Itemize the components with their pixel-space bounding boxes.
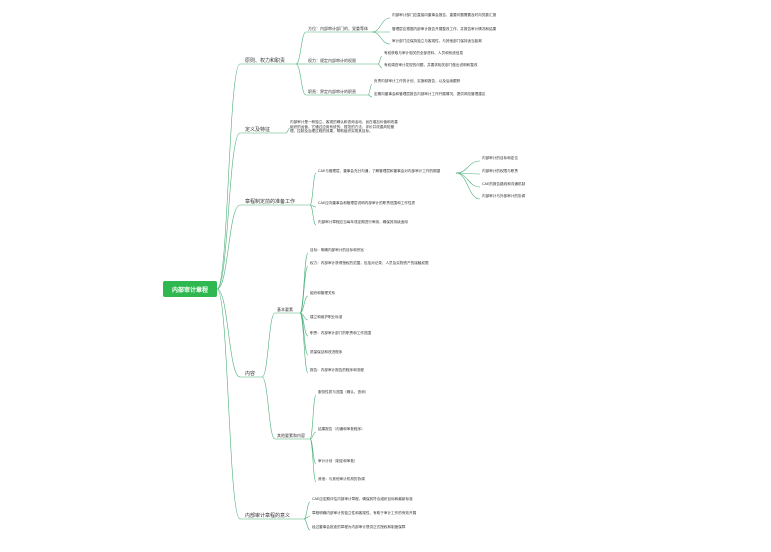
connector-line bbox=[309, 394, 317, 440]
branch-label: 原则、权力和职责 bbox=[245, 57, 285, 64]
leaf-node: 定期向董事会和管理层报告内部审计工作开展情况，提供风险管理建议 bbox=[374, 91, 486, 96]
connector-line bbox=[261, 312, 276, 378]
leaf-node: 职责：内部审计部门的职责和工作范围 bbox=[310, 330, 371, 335]
connector-line bbox=[371, 31, 391, 45]
connector-line bbox=[216, 288, 241, 378]
connector-line bbox=[309, 438, 317, 483]
branch-content[interactable]: 内容 bbox=[245, 370, 255, 377]
connector-line bbox=[299, 295, 309, 314]
leaf-node: 内部审计的权限与职责 bbox=[482, 168, 518, 173]
group-communication: CAE与管理层、董事会充分沟通，了解管理层和董事会对内部审计工作的期望 bbox=[318, 169, 441, 173]
leaf-node: 服务性质与范围（确认、咨询） bbox=[318, 389, 368, 394]
branch-preparation[interactable]: 章程制定前的准备工作 bbox=[245, 198, 295, 205]
mind-map-nodes: 内部审计章程 原则、权力和职责 方位：内部审计部门的、党委等体 内部审计部门应直… bbox=[163, 12, 526, 529]
branch-label: 定义及特征 bbox=[245, 126, 270, 133]
group-explain: CAE应向董事会和管理层说明内部审计的职责范围和工作性质 bbox=[318, 201, 416, 205]
connector-line bbox=[367, 94, 373, 98]
leaf-node: 有权调查审计发现的问题，并要求相关部门做出说明和整改 bbox=[384, 62, 478, 67]
leaf-node: 审计部门应保持独立与客观性，与其他部门保持适当距离 bbox=[392, 38, 482, 43]
connector-line bbox=[309, 204, 317, 226]
group-review: 内部审计章程应当每年或定期进行审阅，确保其持续适用 bbox=[318, 220, 408, 224]
leaf-node: 审计计划（制定和审批） bbox=[318, 458, 358, 463]
connector-line bbox=[455, 160, 481, 174]
connector-line bbox=[303, 501, 311, 520]
leaf-node: 有权获取与审计相关的全部资料、人员和系统信息 bbox=[384, 50, 463, 55]
leaf-node: CAE应定期评估内部审计章程，确保其符合组织目标和最新标准 bbox=[312, 496, 413, 501]
leaf-node: 结果报告（沟通和审批程序） bbox=[318, 426, 365, 431]
root-node[interactable]: 内部审计章程 bbox=[163, 281, 217, 297]
leaf-node: 经过董事会批准的章程为内部审计提供正式授权和制度保障 bbox=[312, 524, 406, 529]
group-power: 权力：规定内部审计的权限 bbox=[308, 57, 356, 63]
connector-line bbox=[309, 204, 317, 208]
connector-line bbox=[303, 515, 311, 520]
group-other-elements: 其他要素和内容 bbox=[277, 432, 305, 438]
branch-significance[interactable]: 内部审计章程的意义 bbox=[245, 512, 290, 519]
connector-line bbox=[295, 31, 307, 65]
connector-line bbox=[367, 83, 373, 96]
connector-line bbox=[285, 127, 291, 134]
connector-line bbox=[377, 55, 383, 65]
connector-line bbox=[309, 431, 317, 440]
leaf-node: CAE的报告路线和沟通机制 bbox=[482, 181, 526, 186]
prep-group-box: CAE与管理层、董事会充分沟通，了解管理层和董事会对内部审计工作的期望 bbox=[318, 169, 441, 173]
leaf-node: 内部审计与外部审计的协调 bbox=[482, 193, 526, 198]
group-basic-elements: 基本要素 bbox=[277, 306, 293, 312]
connector-line bbox=[261, 376, 276, 440]
connector-line bbox=[299, 312, 309, 356]
branch-label: 内容 bbox=[245, 370, 255, 377]
connector-line bbox=[216, 132, 241, 290]
leaf-node: 报告：内部审计报告的程序和流程 bbox=[310, 367, 364, 372]
branch-label: 章程制定前的准备工作 bbox=[245, 198, 295, 205]
branch-principles-powers-duties[interactable]: 原则、权力和职责 bbox=[245, 57, 285, 64]
leaf-node: 章程明确内部审计的独立性和客观性，有助于审计工作的有效开展 bbox=[312, 510, 417, 515]
connector-line bbox=[299, 312, 309, 374]
leaf-node: 内部审计部门应直接向董事会报告，重要问题需要及时向党委汇报 bbox=[392, 12, 497, 17]
leaf-node: 权力：内部审计获得授权的范围，包括对记录、人员及实物资产的接触权限 bbox=[310, 260, 429, 265]
leaf-node: 管理层应根据内部审计报告开展整改工作，并报告审计情况和结果 bbox=[392, 26, 497, 31]
connector-line bbox=[455, 172, 481, 200]
root-label: 内部审计章程 bbox=[172, 286, 208, 294]
leaf-node: 建立和维护职业标准 bbox=[310, 314, 343, 319]
connector-line bbox=[371, 17, 391, 33]
connector-line bbox=[216, 204, 241, 290]
connector-line bbox=[455, 172, 481, 188]
leaf-node: 内部审计的目标和定位 bbox=[482, 155, 518, 160]
connector-line bbox=[309, 172, 317, 206]
leaf-node: 质量保证和改进程序 bbox=[310, 349, 343, 354]
connector-line bbox=[377, 63, 383, 69]
leaf-node: 目标：明确内部审计的目标和宗旨 bbox=[310, 247, 364, 252]
connector-line bbox=[216, 63, 241, 290]
leaf-node: 组织和管理关系 bbox=[310, 290, 336, 295]
branch-label: 内部审计章程的意义 bbox=[245, 512, 290, 519]
leaf-node: 其他：与其他审计机构的协调 bbox=[318, 476, 365, 481]
leaf-node: 负责内部审计工作的计划、实施和报告，以及后续跟踪 bbox=[374, 78, 461, 83]
connector-line bbox=[303, 518, 311, 531]
connector-line bbox=[299, 265, 309, 314]
connector-line bbox=[216, 288, 241, 520]
branch-definition[interactable]: 定义及特征 bbox=[245, 126, 270, 133]
connector-lines bbox=[216, 17, 481, 531]
prep-group-box: 内部审计章程应当每年或定期进行审阅，确保其持续适用 bbox=[318, 220, 408, 224]
group-position: 方位：内部审计部门的、党委等体 bbox=[308, 25, 368, 31]
leaf-node: 内部审计是一种独立、客观的确认和咨询活动，旨在增加价值和改善组织的运营。它通过应… bbox=[290, 120, 398, 134]
group-duty: 职责：界定内部审计的职责 bbox=[308, 88, 356, 94]
definition-text-box: 内部审计是一种独立、客观的确认和咨询活动，旨在增加价值和改善组织的运营。它通过应… bbox=[290, 120, 398, 134]
prep-group-box: CAE应向董事会和管理层说明内部审计的职责范围和工作性质 bbox=[318, 201, 416, 205]
connector-line bbox=[295, 63, 307, 96]
